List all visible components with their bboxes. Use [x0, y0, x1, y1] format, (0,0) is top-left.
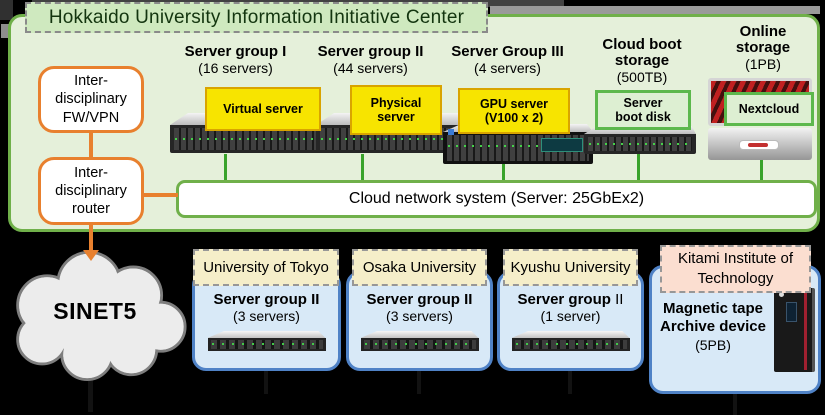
kyushu-box: Server group II (1 server) — [497, 271, 644, 371]
group-text: Server group — [213, 291, 307, 308]
group-text: Server group — [366, 291, 460, 308]
tag-line: server — [377, 110, 415, 124]
connector-group3-network — [502, 160, 505, 182]
server-boot-disk-tag: Server boot disk — [595, 90, 691, 130]
tape-logo — [779, 292, 784, 297]
cloud-network-bar: Cloud network system (Server: 25GbEx2) — [176, 180, 817, 218]
tag-line: Physical — [370, 96, 422, 110]
storage-controller-unit — [708, 128, 812, 160]
rack-server-icon — [511, 331, 630, 351]
arrow-down-icon — [83, 250, 99, 261]
fw-vpn-box: Inter-disciplinary FW/VPN — [38, 66, 144, 133]
connector-group1-network — [224, 154, 227, 182]
connector-tokyo-down — [264, 369, 268, 394]
physical-server-tag: Physical server — [350, 85, 442, 135]
sinet5-label: SINET5 — [53, 298, 137, 324]
device-text: Magnetic tape Archive device — [660, 300, 766, 335]
connector-group2-network — [361, 154, 364, 182]
device-count: (5PB) — [695, 337, 731, 353]
online-storage-title: Online storage (1PB) — [718, 23, 808, 73]
group-title-text: Server Group III — [451, 43, 564, 60]
rack-display-panel — [541, 138, 583, 152]
virtual-server-tag: Virtual server — [205, 87, 321, 131]
group-title-text: Online storage — [735, 23, 791, 56]
connector-sinet-down — [88, 378, 93, 412]
tape-archive-label: Magnetic tape Archive device (5PB) — [652, 300, 774, 354]
connector-osaka-down — [417, 369, 421, 394]
cloud-shape-icon — [16, 250, 187, 382]
server-group-1-title: Server group I (16 servers) — [163, 43, 308, 77]
tag-line: (V100 x 2) — [484, 111, 544, 125]
server-group-2-title: Server group II (44 servers) — [298, 43, 443, 77]
router-box: Inter-disciplinary router — [38, 157, 144, 225]
server-group-3-title: Server Group III (4 servers) — [430, 43, 585, 77]
tokyo-header: University of Tokyo — [193, 249, 339, 286]
connector-bootdisk-network — [637, 150, 640, 182]
connector-fwvpn-router — [89, 127, 93, 160]
group-title-text: Server group II — [317, 43, 424, 60]
inst-group-label: Server group II — [500, 291, 641, 308]
tag-line: Server — [623, 96, 663, 110]
group-count-text: (500TB) — [616, 69, 668, 85]
group-count-text: (1PB) — [745, 56, 781, 72]
tag-line: Virtual server — [223, 102, 303, 116]
inst-group-label: Server group II — [195, 291, 338, 308]
group-suffix: II — [615, 291, 624, 308]
nextcloud-tag: Nextcloud — [724, 92, 814, 126]
group-suffix: II — [311, 291, 320, 308]
inst-count-label: (3 servers) — [233, 308, 300, 324]
cloud-boot-storage-title: Cloud boot storage (500TB) — [588, 36, 696, 86]
inst-count-label: (3 servers) — [386, 308, 453, 324]
tag-line: Nextcloud — [738, 102, 800, 116]
tag-line: boot disk — [615, 110, 671, 124]
rack-server-icon — [360, 331, 479, 351]
group-title-text: Cloud boot storage — [602, 36, 682, 69]
rack-front-face — [584, 134, 696, 154]
rack-logo — [448, 129, 454, 135]
kyushu-header: Kyushu University — [503, 249, 638, 286]
group-suffix: II — [464, 291, 473, 308]
rack-top-face — [584, 126, 696, 134]
group-text: Server group — [517, 291, 611, 308]
kitami-header: Kitami Institute of Technology — [660, 245, 811, 293]
rack-server-icon — [207, 331, 326, 351]
corner-artifact-dark — [0, 0, 13, 20]
group-count-text: (44 servers) — [333, 60, 408, 76]
connector-storage-network — [760, 152, 763, 182]
corner-artifact-gray — [1, 24, 12, 38]
top-artifact-bar-gray — [490, 6, 820, 14]
panel-title: Hokkaido University Information Initiati… — [25, 2, 488, 33]
tag-line: GPU server — [479, 97, 549, 111]
sinet5-cloud — [3, 246, 189, 382]
inst-count-label: (1 server) — [540, 308, 601, 324]
group-count-text: (4 servers) — [474, 60, 541, 76]
osaka-header: Osaka University — [352, 249, 487, 286]
inst-group-label: Server group II — [349, 291, 490, 308]
connector-router-network — [142, 193, 178, 197]
gpu-server-tag: GPU server (V100 x 2) — [458, 88, 570, 134]
connector-router-sinet — [89, 222, 93, 252]
group-count-text: (16 servers) — [198, 60, 273, 76]
connector-kitami-down — [733, 392, 737, 415]
group-title-text: Server group I — [184, 43, 287, 60]
tokyo-box: Server group II (3 servers) — [192, 271, 341, 371]
osaka-box: Server group II (3 servers) — [346, 271, 493, 371]
boot-disk-rack-image — [584, 126, 696, 154]
tape-archive-image — [774, 288, 815, 372]
connector-kyushu-down — [568, 369, 572, 394]
